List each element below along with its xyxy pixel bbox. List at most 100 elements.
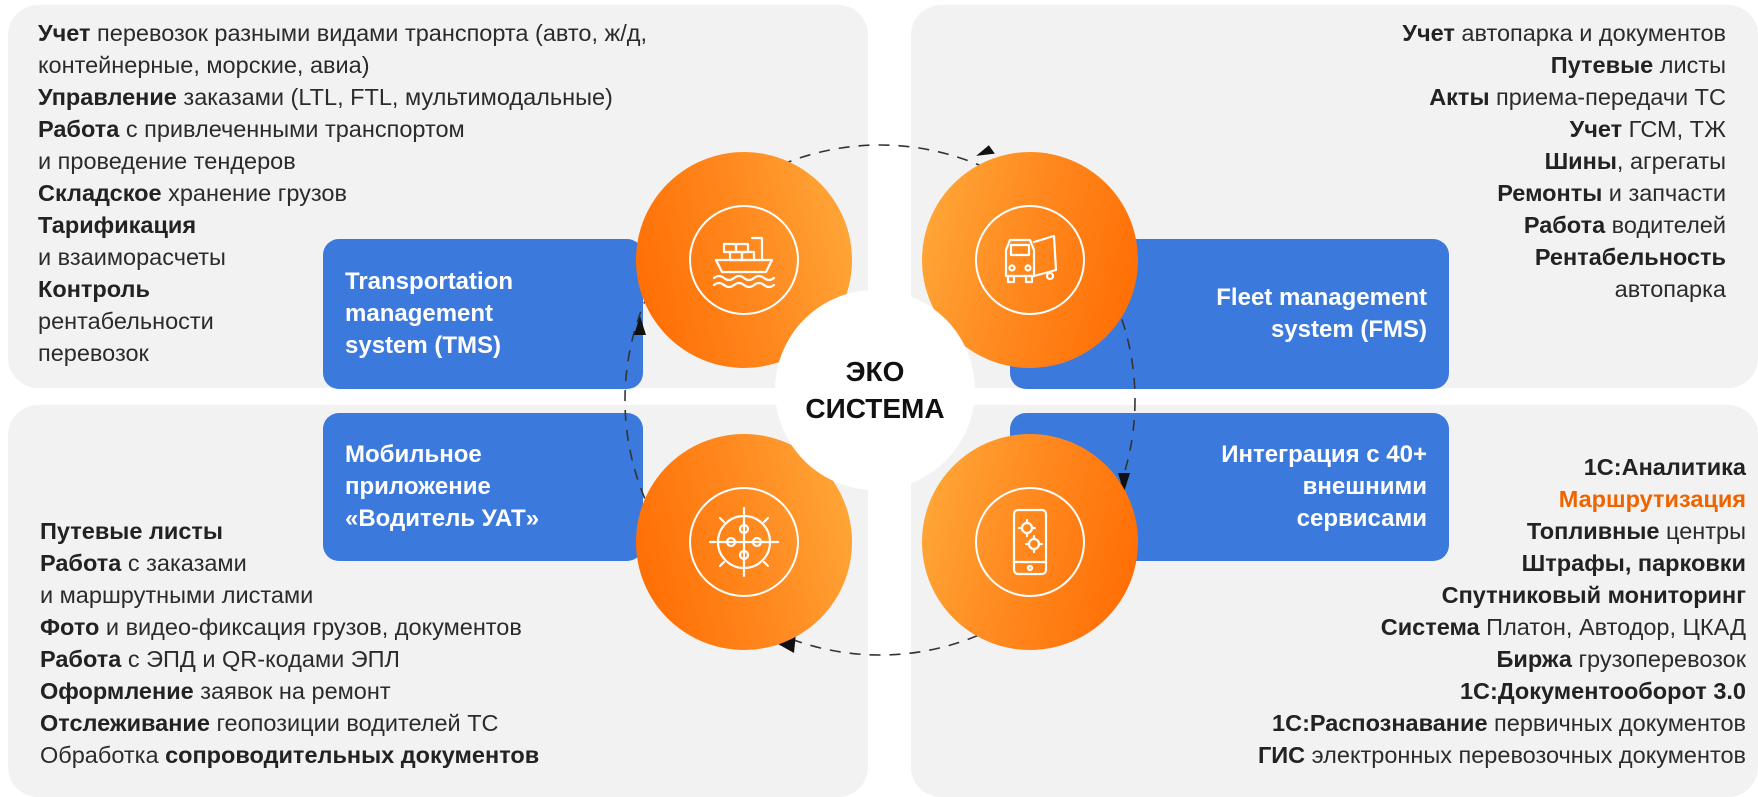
feature-line: Отслеживание геопозиции водителей ТС xyxy=(40,707,539,739)
feature-line: Учет ГСМ, ТЖ xyxy=(1402,113,1726,145)
feature-keyword: Топливные xyxy=(1526,518,1660,544)
feature-keyword: Контроль xyxy=(38,276,150,302)
feature-text: рентабельности xyxy=(38,308,214,334)
feature-line: Обработка сопроводительных документов xyxy=(40,739,539,771)
mobile-title-line: Мобильное xyxy=(345,441,482,468)
feature-text: контейнерные, морские, авиа) xyxy=(38,52,370,78)
fms-title-line: system (FMS) xyxy=(1270,316,1427,343)
feature-text: автопарка и документов xyxy=(1454,20,1726,46)
feature-keyword: Учет xyxy=(1569,116,1623,142)
feature-keyword: Спутниковый мониторинг xyxy=(1441,582,1746,608)
feature-keyword: Учет xyxy=(38,20,91,46)
feature-text: центры xyxy=(1659,518,1746,544)
arrow-head-icon xyxy=(976,145,995,156)
feature-line: Оформление заявок на ремонт xyxy=(40,675,539,707)
feature-keyword: Шины xyxy=(1544,148,1617,174)
feature-line: перевозок xyxy=(38,337,647,369)
feature-text: и маршрутными листами xyxy=(40,582,314,608)
feature-line: Работа водителей xyxy=(1402,209,1726,241)
ecosystem-center: ЭКО СИСТЕМА xyxy=(775,290,975,490)
feature-keyword: Система xyxy=(1380,614,1480,640)
feature-line: рентабельности xyxy=(38,305,647,337)
feature-line: автопарка xyxy=(1402,273,1726,305)
feature-text: заказами (LTL, FTL, мультимодальные) xyxy=(176,84,613,110)
feature-keyword: Работа xyxy=(40,646,122,672)
feature-keyword: 1С:Документооборот 3.0 xyxy=(1459,678,1746,704)
feature-line: Рентабельность xyxy=(1402,241,1726,273)
feature-keyword: Учет xyxy=(1402,20,1455,46)
feature-line: Акты приема-передачи ТС xyxy=(1402,81,1726,113)
mobile-title-line: «Водитель УАТ» xyxy=(345,505,540,532)
feature-keyword: Штрафы, парковки xyxy=(1521,550,1746,576)
puzzle-gears-icon xyxy=(708,506,780,578)
integration-title-line: Интеграция с 40+ xyxy=(1221,441,1427,468)
feature-line: контейнерные, морские, авиа) xyxy=(38,49,647,81)
feature-keyword: Фото xyxy=(40,614,100,640)
feature-line: Ремонты и запчасти xyxy=(1402,177,1726,209)
fms-title-line: Fleet management xyxy=(1216,284,1427,311)
feature-text: и запчасти xyxy=(1602,180,1726,206)
feature-keyword: ГИС xyxy=(1257,742,1306,768)
center-label-line: ЭКО xyxy=(845,356,905,387)
feature-keyword: Управление xyxy=(38,84,177,110)
feature-line: Путевые листы xyxy=(40,515,539,547)
highlighted-feature: Маршрутизация xyxy=(1558,486,1746,512)
tms-title-line: Transportation xyxy=(345,268,514,295)
feature-text: грузоперевозок xyxy=(1571,646,1746,672)
feature-text: перевозок xyxy=(38,340,149,366)
feature-keyword: Тарификация xyxy=(38,212,197,238)
feature-keyword: Биржа xyxy=(1496,646,1572,672)
feature-keyword: Путевые листы xyxy=(40,518,223,544)
feature-line: Работа с заказами xyxy=(40,547,539,579)
feature-line: ГИС электронных перевозочных документов xyxy=(1258,739,1746,771)
feature-text: с заказами xyxy=(121,550,247,576)
feature-line: Учет автопарка и документов xyxy=(1402,17,1726,49)
feature-line: 1С:Распознавание первичных документов xyxy=(1258,707,1746,739)
tms-title-line: management xyxy=(345,300,494,327)
feature-keyword: Акты xyxy=(1429,84,1490,110)
feature-keyword: Отслеживание xyxy=(40,710,210,736)
feature-keyword: Рентабельность xyxy=(1534,244,1726,270)
feature-keyword: Работа xyxy=(40,550,122,576)
feature-line: Контроль xyxy=(38,273,647,305)
feature-line: Управление заказами (LTL, FTL, мультимод… xyxy=(38,81,647,113)
feature-keyword: Работа xyxy=(1523,212,1606,238)
smartphone-gears-icon xyxy=(1012,508,1048,576)
feature-line: Работа с ЭПД и QR-кодами ЭПЛ xyxy=(40,643,539,675)
feature-text: и видео-фиксация грузов, документов xyxy=(99,614,522,640)
cargo-ship-icon xyxy=(712,236,776,289)
feature-keyword: Складское xyxy=(38,180,162,206)
feature-text: водителей xyxy=(1605,212,1726,238)
feature-line: 1С:Документооборот 3.0 xyxy=(1258,675,1746,707)
feature-line: и маршрутными листами xyxy=(40,579,539,611)
feature-line: и проведение тендеров xyxy=(38,145,647,177)
arrow-head-icon xyxy=(634,316,646,335)
feature-line: Биржа грузоперевозок xyxy=(1258,643,1746,675)
feature-line: Учет перевозок разными видами транспорта… xyxy=(38,17,647,49)
feature-text: ГСМ, ТЖ xyxy=(1622,116,1726,142)
feature-text: и проведение тендеров xyxy=(38,148,296,174)
feature-text: хранение грузов xyxy=(161,180,347,206)
arrow-head-icon xyxy=(1118,473,1130,492)
integration-orb xyxy=(922,434,1138,650)
feature-line: Шины, агрегаты xyxy=(1402,145,1726,177)
feature-text: с привлеченными транспортом xyxy=(119,116,465,142)
feature-text: Платон, Автодор, ЦКАД xyxy=(1479,614,1746,640)
feature-text: листы xyxy=(1653,52,1726,78)
integration-title-line: внешними xyxy=(1302,473,1427,500)
feature-text: с ЭПД и QR-кодами ЭПЛ xyxy=(121,646,400,672)
feature-text: и взаиморасчеты xyxy=(38,244,226,270)
feature-keyword: Работа xyxy=(38,116,120,142)
mobile-title-bar: Мобильное приложение «Водитель УАТ» xyxy=(323,413,643,561)
feature-keyword: Оформление xyxy=(40,678,194,704)
feature-line: Топливные центры xyxy=(1258,515,1746,547)
fms-orb xyxy=(922,152,1138,368)
feature-text: электронных перевозочных документов xyxy=(1305,742,1746,768)
integration-title-line: сервисами xyxy=(1296,505,1427,532)
feature-text: , агрегаты xyxy=(1616,148,1726,174)
feature-keyword: Путевые xyxy=(1550,52,1654,78)
tms-feature-list: Учет перевозок разными видами транспорта… xyxy=(38,17,647,369)
